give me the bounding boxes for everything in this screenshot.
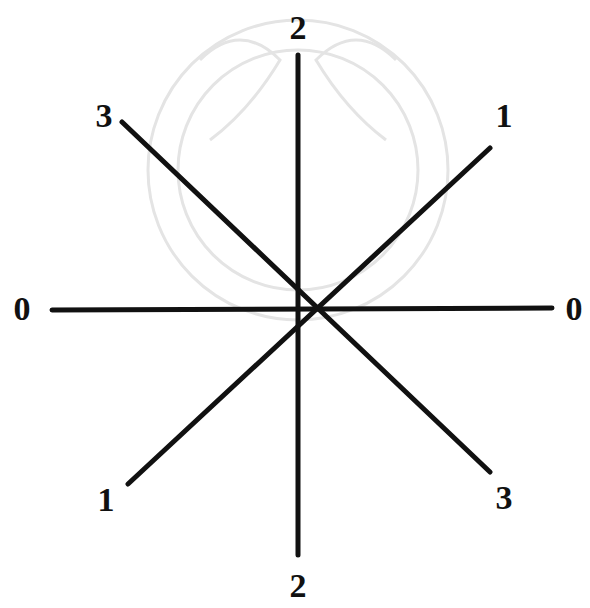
axis-number: 3 [496, 481, 513, 515]
axis-number: 1 [496, 99, 513, 133]
axis-number: 0 [566, 292, 583, 326]
axis-number: 0 [14, 292, 31, 326]
axis-number: 2 [290, 11, 307, 45]
axis-number: 3 [96, 99, 113, 133]
axis-number: 1 [98, 483, 115, 517]
axis-number: 2 [290, 569, 307, 603]
axis-lines [52, 55, 552, 555]
